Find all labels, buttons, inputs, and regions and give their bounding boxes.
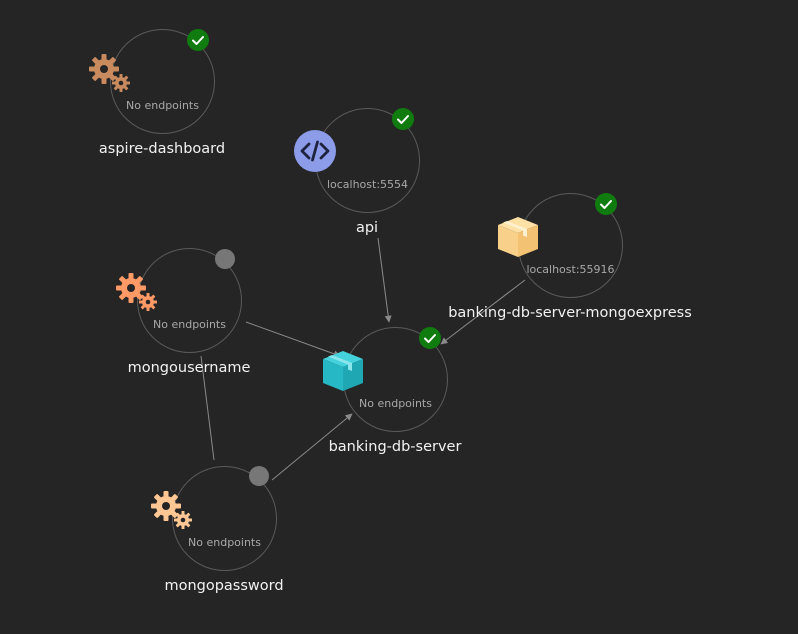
gears-icon [89,54,130,92]
edge-api-to-dbserver [377,237,392,323]
node-endpoint: localhost:55916 [526,263,615,276]
node-label: aspire-dashboard [98,141,226,157]
box-icon [498,217,538,257]
gears-icon [116,273,157,311]
node-label: banking-db-server-mongoexpress [448,305,692,321]
status-running-icon [595,193,617,215]
node-endpoint: No endpoints [188,536,261,549]
gears-icon [151,491,192,529]
node-endpoint: No endpoints [359,397,432,410]
node-endpoint: localhost:5554 [326,178,409,191]
status-running-icon [392,108,414,130]
status-running-icon [187,29,209,51]
status-unknown-icon [215,249,235,269]
node-endpoint: No endpoints [153,318,226,331]
node-label: mongousername [127,360,251,376]
node-label: api [355,220,379,236]
node-label: banking-db-server [328,439,462,455]
box-icon [323,351,363,391]
node-label: mongopassword [164,578,284,594]
status-unknown-icon [249,466,269,486]
code-icon [294,130,336,172]
status-running-icon [419,327,441,349]
node-endpoint: No endpoints [126,99,199,112]
